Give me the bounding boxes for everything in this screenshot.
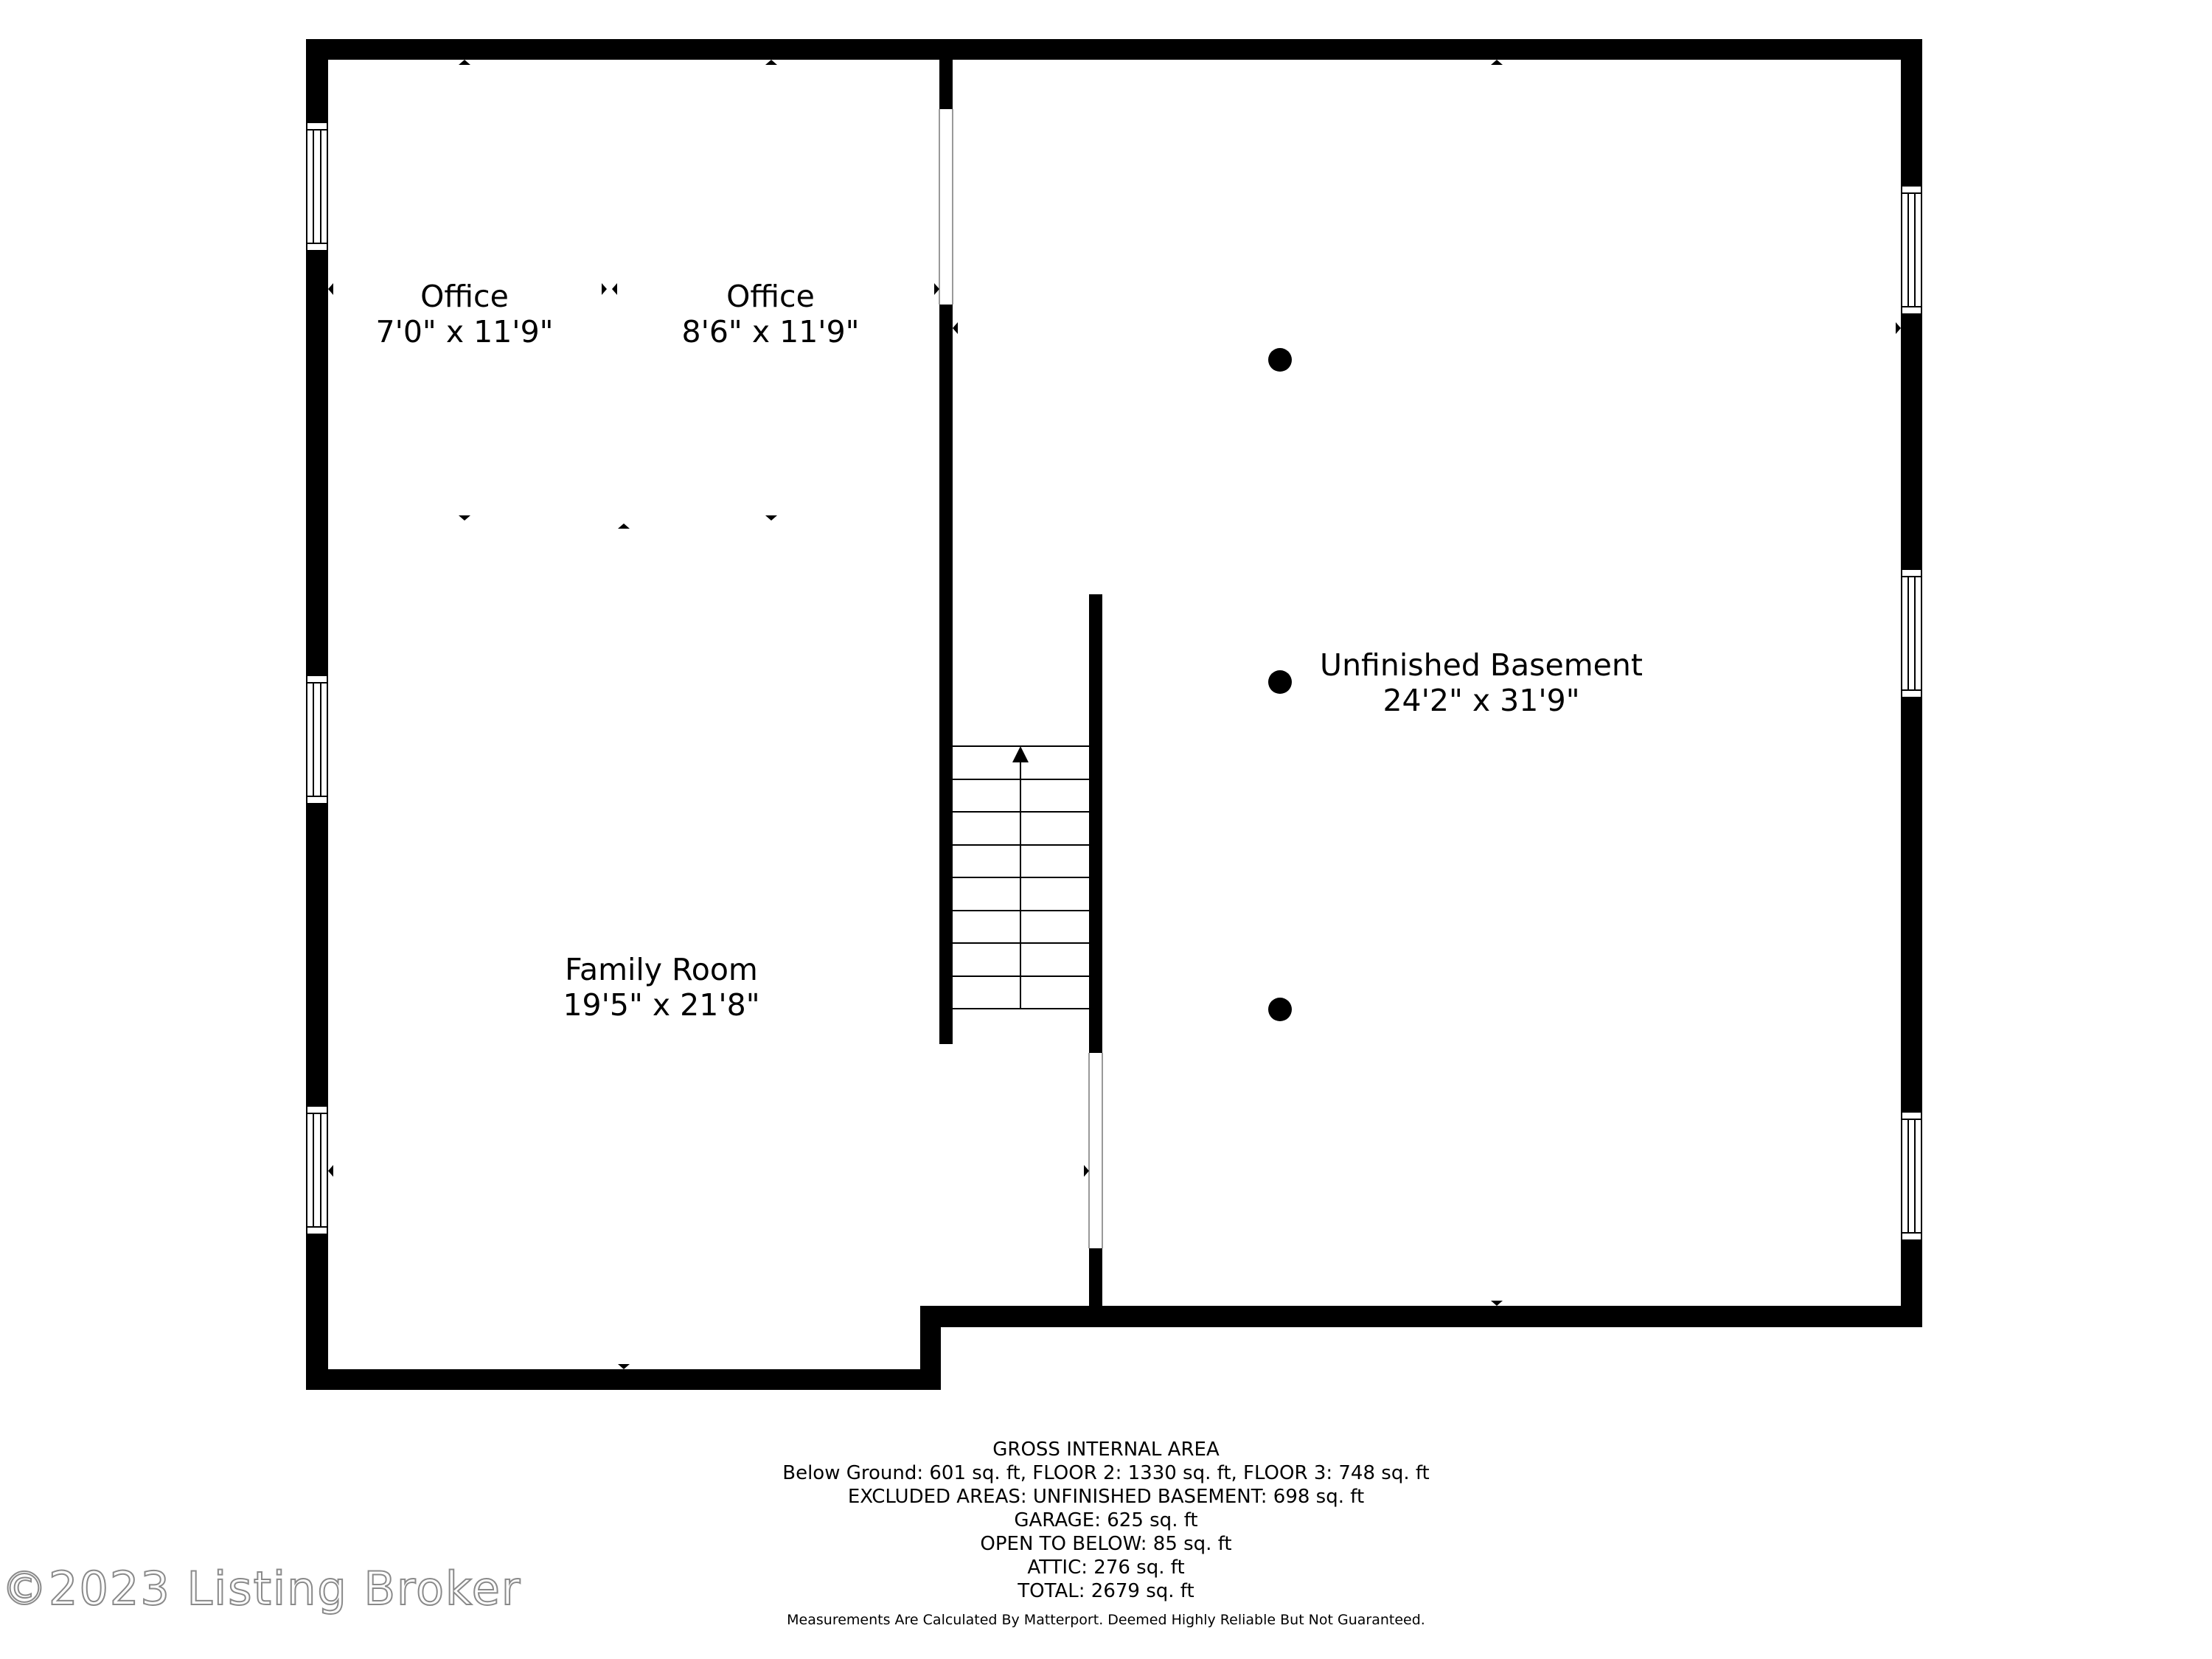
tick-down-icon [765,515,777,521]
room-label-family-room: Family Room 19'5" x 21'8" [563,952,759,1023]
stair-up-arrow-icon [1012,746,1029,762]
tick-left-icon [328,1165,333,1177]
tick-up-icon [765,60,777,65]
tick-up-icon [459,60,470,65]
support-columns [1268,348,1292,1021]
area-summary: GROSS INTERNAL AREA Below Ground: 601 sq… [0,1438,2212,1603]
wall-bottom-right [920,1306,1922,1327]
staircase [953,745,1089,1009]
area-line: GARAGE: 625 sq. ft [1014,1509,1198,1531]
room-dimensions: 24'2" x 31'9" [1382,683,1580,718]
room-label-unfinished-basement: Unfinished Basement 24'2" x 31'9" [1320,647,1643,718]
tick-right-icon [934,283,939,295]
dimension-markers [328,60,1901,1369]
door-openings [939,109,1103,1248]
window-right-1 [1901,185,1922,315]
tick-left-icon [612,283,617,295]
wall-stair-upper [1089,594,1102,1053]
area-line: OPEN TO BELOW: 85 sq. ft [980,1533,1232,1555]
wall-divider-lower [939,305,953,1044]
wall-bottom-left [306,1369,941,1390]
area-line: Below Ground: 601 sq. ft, FLOOR 2: 1330 … [782,1462,1430,1484]
window-left-1 [306,122,328,251]
column-1 [1268,348,1292,372]
disclaimer: Measurements Are Calculated By Matterpor… [787,1612,1425,1628]
room-label-office-a: Office 7'0" x 11'9" [375,279,553,349]
exterior-walls [306,39,1922,1390]
windows [306,122,1922,1241]
tick-right-icon [602,283,607,295]
column-2 [1268,670,1292,694]
tick-left-icon [953,322,958,334]
room-name: Office [726,279,815,314]
window-left-2 [306,675,328,804]
room-name: Office [420,279,509,314]
area-line: EXCLUDED AREAS: UNFINISHED BASEMENT: 698… [847,1486,1365,1508]
tick-down-icon [1491,1301,1503,1306]
room-dimensions: 19'5" x 21'8" [563,987,760,1023]
area-line: TOTAL: 2679 sq. ft [1018,1580,1194,1602]
wall-divider-upper [939,39,953,109]
tick-right-icon [1084,1165,1089,1177]
tick-up-icon [618,524,630,529]
tick-up-icon [1491,60,1503,65]
watermark: ©2023 Listing Broker [1,1561,522,1616]
wall-stair-lower [1089,1248,1102,1327]
tick-down-icon [459,515,470,521]
window-right-3 [1901,1111,1922,1241]
tick-down-icon [618,1364,630,1369]
room-dimensions: 8'6" x 11'9" [681,314,860,349]
area-heading: GROSS INTERNAL AREA [992,1439,1220,1461]
room-name: Family Room [565,952,758,987]
room-dimensions: 7'0" x 11'9" [375,314,554,349]
tick-right-icon [1896,322,1901,334]
window-left-3 [306,1105,328,1235]
window-right-2 [1901,568,1922,698]
room-label-office-b: Office 8'6" x 11'9" [681,279,859,349]
tick-left-icon [328,283,333,295]
wall-top [306,39,1922,60]
area-line: ATTIC: 276 sq. ft [1027,1557,1185,1579]
column-3 [1268,998,1292,1021]
interior-walls [939,39,1102,1327]
room-name: Unfinished Basement [1320,647,1643,683]
